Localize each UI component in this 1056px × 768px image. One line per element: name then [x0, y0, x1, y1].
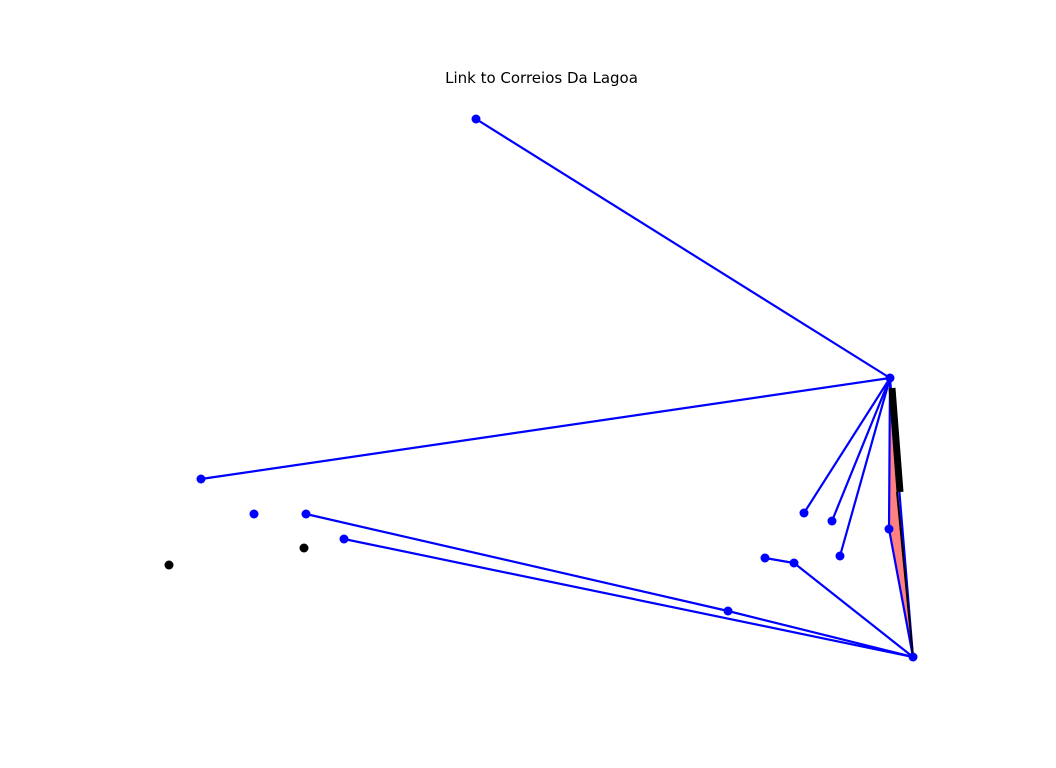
edge-right-6-right-5	[763, 556, 796, 565]
edge-right-5-bottom	[792, 561, 915, 659]
edge-mid-3-bottom	[342, 537, 915, 659]
node-black-2	[299, 543, 309, 553]
node-right-6	[760, 553, 770, 563]
edge-hub-right-2	[830, 376, 892, 523]
edge-top-hub	[474, 117, 892, 380]
link-layer	[888, 387, 914, 658]
node-mid-2	[301, 509, 311, 519]
node-right-1	[799, 508, 809, 518]
node-mid-3	[339, 534, 349, 544]
node-black-1	[164, 560, 174, 570]
node-right-3	[835, 551, 845, 561]
node-right-2	[827, 516, 837, 526]
edge-mid-2-right-7	[304, 512, 730, 613]
node-right-4	[884, 524, 894, 534]
diagram-title: Link to Correios Da Lagoa	[445, 69, 638, 87]
node-right-7	[723, 606, 733, 616]
edge-layer	[199, 117, 915, 659]
node-mid-1	[249, 509, 259, 519]
edge-right-4-bottom	[887, 527, 915, 659]
highlight-link-thin	[896, 491, 914, 658]
node-right-5	[789, 558, 799, 568]
node-left-far	[196, 474, 206, 484]
highlight-link-thick	[888, 387, 904, 493]
node-layer	[164, 114, 918, 662]
node-top	[471, 114, 481, 124]
node-hub	[885, 373, 895, 383]
edge-hub-right-1	[802, 376, 892, 515]
edge-hub-right-3	[838, 376, 892, 558]
node-bottom	[908, 652, 918, 662]
edge-hub-left-far	[199, 376, 892, 481]
edge-right-7-bottom	[726, 609, 915, 659]
